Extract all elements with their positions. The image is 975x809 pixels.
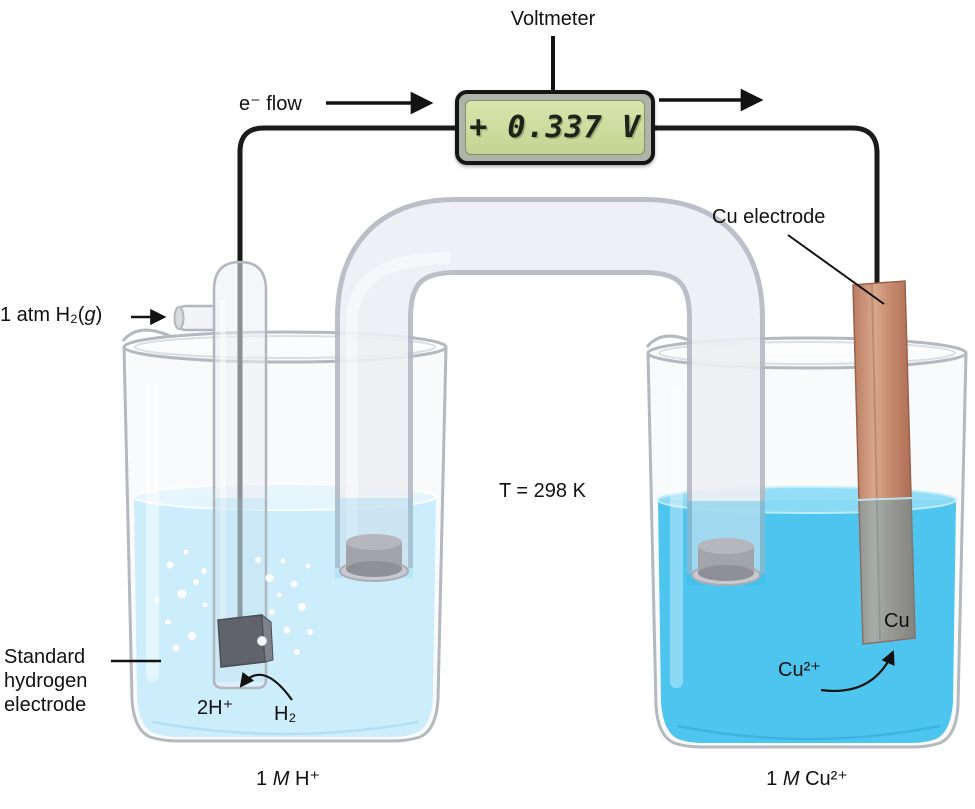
voltmeter-reading: + 0.337 V <box>469 110 641 145</box>
voltmeter-label: Voltmeter <box>510 8 596 30</box>
gas-inlet-close: ) <box>95 304 103 326</box>
h2-to-hplus-arrow <box>239 671 293 701</box>
voltmeter-display: + 0.337 V <box>465 100 645 155</box>
salt-bridge <box>335 197 765 574</box>
left-beaker-spout <box>121 328 171 342</box>
copper-electrode-submerged <box>859 498 915 644</box>
copper-electrode <box>852 280 916 645</box>
electron-flow-label: e⁻ flow <box>239 93 302 115</box>
voltmeter: + 0.337 V <box>455 90 655 165</box>
hydrogen-gas-inlet-label: 1 atm H₂(g) <box>0 304 102 327</box>
right-solution-amount: 1 <box>766 768 783 790</box>
cu-electrode-pointer-line <box>787 234 885 305</box>
gas-inlet-text: 1 atm H₂( <box>0 304 85 326</box>
she-label-line1: Standard <box>4 646 86 668</box>
hydrogen-gas-label: H₂ <box>274 703 297 725</box>
right-solution-label: 1 M Cu²⁺ <box>766 766 848 791</box>
right-wire <box>653 125 880 300</box>
gas-inlet-italic-g: g <box>84 304 96 326</box>
cu-metal-label: Cu <box>884 610 910 632</box>
cu-ion-label: Cu²⁺ <box>778 659 821 681</box>
right-solution-species: Cu²⁺ <box>799 768 848 790</box>
left-wire <box>237 125 457 620</box>
she-label-line2: hydrogen <box>4 670 88 692</box>
right-solution-unit: M <box>782 768 800 790</box>
cu-electrode-label: Cu electrode <box>712 206 826 228</box>
standard-hydrogen-electrode-label: Standard hydrogen electrode <box>4 645 87 717</box>
left-solution-label: 1 M H⁺ <box>256 766 320 791</box>
salt-bridge-plug-left <box>339 534 409 582</box>
left-solution-amount: 1 <box>256 768 273 790</box>
cu-ion-deposit-arrow <box>820 650 895 692</box>
salt-bridge-plug-right <box>691 538 761 586</box>
temperature-label: T = 298 K <box>499 480 586 502</box>
arrows <box>131 88 895 701</box>
left-solution-species: H⁺ <box>289 768 320 790</box>
pointer-lines <box>111 36 885 663</box>
hydrogen-bubbles <box>153 548 314 656</box>
platinum-electrode <box>217 613 274 668</box>
left-solution-unit: M <box>272 768 290 790</box>
glass-highlights <box>146 382 683 688</box>
she-label-line3: electrode <box>4 694 87 716</box>
hydrogen-ion-label: 2H⁺ <box>197 697 234 719</box>
